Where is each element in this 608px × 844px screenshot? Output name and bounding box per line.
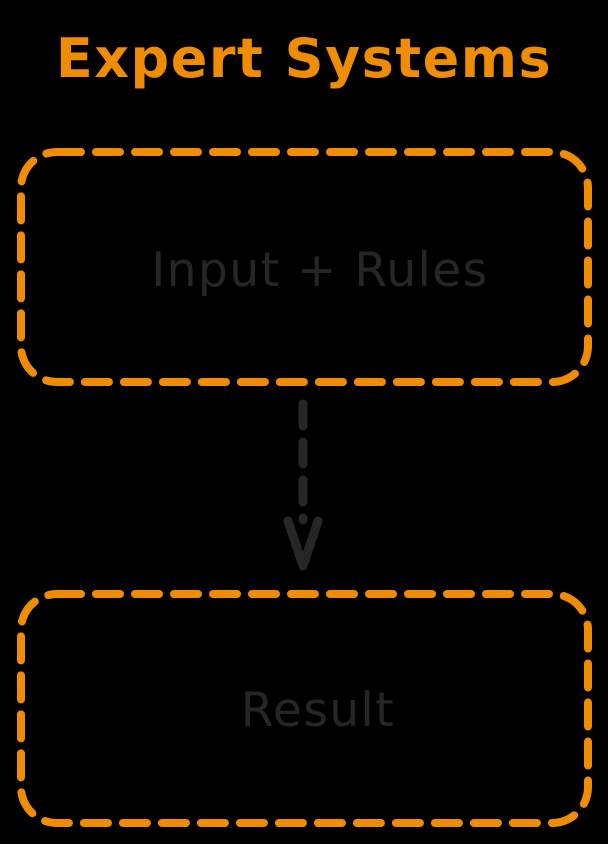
node-result-label: Result: [241, 683, 395, 738]
node-input-rules-label: Input + Rules: [151, 243, 488, 298]
node-result-border: [17, 590, 592, 827]
page-title: Expert Systems: [56, 27, 552, 90]
node-input-rules[interactable]: Input + Rules: [17, 148, 592, 386]
node-input-rules-border: [17, 148, 592, 386]
arrow-head-icon: [283, 516, 323, 571]
edge-input-rules-to-result: [283, 399, 323, 571]
node-result[interactable]: Result: [17, 590, 592, 827]
